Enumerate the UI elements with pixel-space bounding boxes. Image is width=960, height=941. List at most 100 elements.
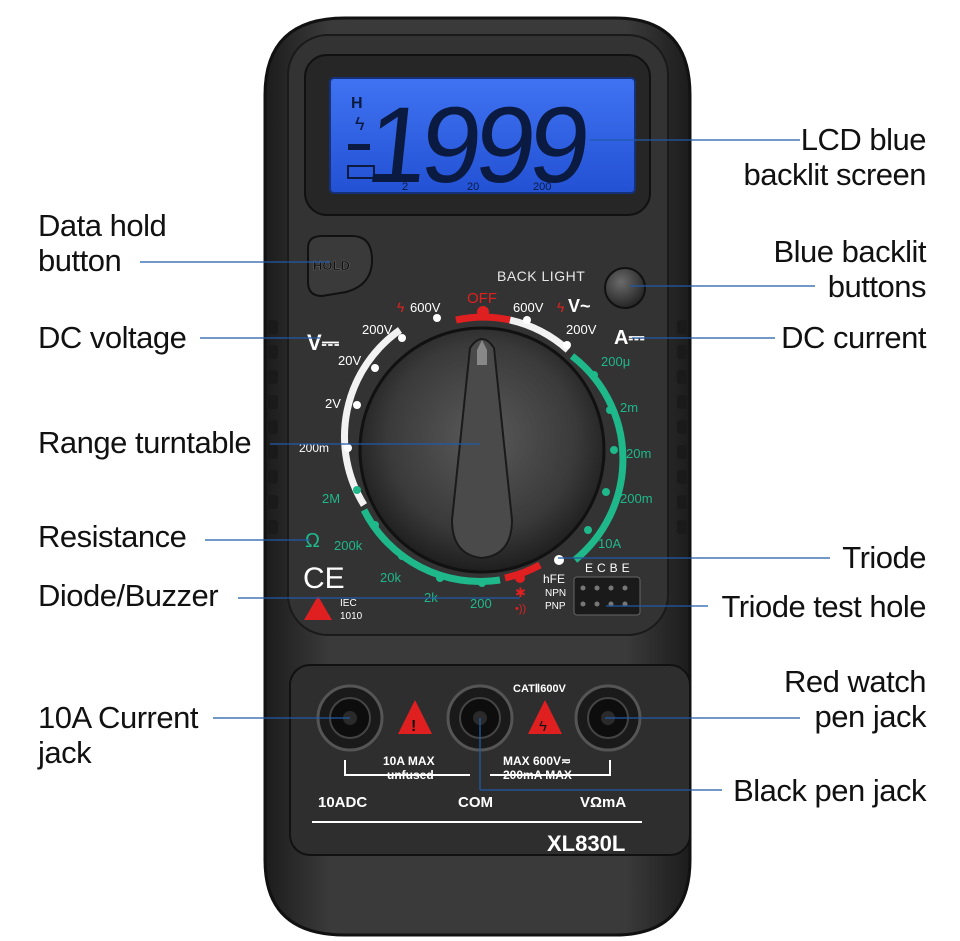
callout-black-jack-text: Black pen jack bbox=[733, 773, 926, 808]
dial-pnp-label: PNP bbox=[545, 601, 566, 612]
callout-red-jack-line1: Red watch bbox=[784, 664, 926, 699]
jack-label-10adc: 10ADC bbox=[318, 794, 367, 811]
model-name: XL830L bbox=[547, 831, 625, 856]
dial-ohm-symbol: Ω bbox=[305, 530, 320, 552]
dial-acv-symbol: V~ bbox=[568, 296, 591, 316]
dial-dcv-range: 600V bbox=[410, 300, 441, 315]
triode-socket-label: ECBE bbox=[585, 561, 634, 575]
callout-dc-voltage-text: DC voltage bbox=[38, 320, 187, 355]
buzzer-icon: •)) bbox=[515, 603, 526, 615]
iec-label: IEC bbox=[340, 598, 357, 609]
iec-number: 1010 bbox=[340, 611, 363, 622]
callout-black-jack: Black pen jack bbox=[700, 773, 926, 808]
dial-ohm-range: 200k bbox=[334, 538, 363, 553]
lcd-minus-sign bbox=[348, 144, 370, 150]
lcd-battery-icon bbox=[347, 165, 375, 179]
callout-current-jack-line2: jack bbox=[38, 735, 92, 770]
lcd-lightning-icon: ϟ bbox=[355, 114, 365, 134]
callout-lines bbox=[140, 139, 830, 791]
callout-resistance: Resistance bbox=[38, 519, 238, 554]
warning-icon-small bbox=[304, 596, 332, 620]
knob-handle[interactable] bbox=[450, 338, 514, 560]
diode-icon: ✱ bbox=[515, 585, 526, 600]
dial-arc-white bbox=[341, 327, 403, 507]
triode-socket-holes bbox=[580, 585, 628, 607]
dial-dca-range: 2m bbox=[620, 400, 638, 415]
jack-label-com: COM bbox=[458, 794, 493, 811]
grip-ridges bbox=[268, 320, 687, 534]
callout-red-jack: Red watch pen jack bbox=[720, 664, 926, 734]
knob-pointer bbox=[477, 340, 487, 365]
callout-triode-hole-text: Triode test hole bbox=[721, 589, 926, 624]
warning-10a-max: 10A MAX bbox=[383, 754, 435, 768]
callout-range-turntable-text: Range turntable bbox=[38, 425, 252, 460]
dial-dca-range: 200m bbox=[620, 491, 653, 506]
dial-dca-range: 20m bbox=[626, 446, 651, 461]
callout-triode-hole: Triode test hole bbox=[700, 589, 926, 624]
lcd-scale-mark: 20 bbox=[467, 181, 479, 193]
dial-dca-range: 10A bbox=[598, 536, 621, 551]
lcd-reading: 1999 bbox=[361, 84, 592, 205]
dial-lightning-left: ϟ bbox=[397, 299, 405, 315]
jack-label-vohma: VΩmA bbox=[580, 794, 626, 811]
triode-test-socket[interactable] bbox=[573, 576, 641, 616]
dial-acv-range: 600V bbox=[513, 300, 544, 315]
callout-lcd-line2: backlit screen bbox=[743, 157, 926, 192]
callout-lcd: LCD blue backlit screen bbox=[700, 122, 926, 192]
hold-button-label: HOLD bbox=[313, 258, 350, 273]
callout-dc-voltage: DC voltage bbox=[38, 320, 238, 355]
callout-dc-current: DC current bbox=[720, 320, 926, 355]
lcd-scale-mark: 200 bbox=[533, 181, 551, 193]
dial-dcv-range: 20V bbox=[338, 353, 361, 368]
callout-backlight-line2: buttons bbox=[827, 269, 927, 304]
dial-arc-red-bottom bbox=[504, 561, 542, 582]
callout-hold-line1: Data hold bbox=[38, 208, 167, 243]
cat-rating: CATⅡ600V bbox=[513, 683, 567, 695]
ce-mark: CE bbox=[303, 562, 345, 595]
callout-diode-buzzer: Diode/Buzzer bbox=[38, 578, 258, 613]
backlight-label: BACK LIGHT bbox=[497, 268, 585, 284]
dial-position-dots bbox=[344, 306, 618, 587]
lcd-hold-indicator: H bbox=[351, 95, 363, 112]
callout-backlight-line1: Blue backlit bbox=[773, 234, 926, 269]
dial-dcv-symbol: V⎓ bbox=[307, 330, 340, 355]
callout-dc-current-text: DC current bbox=[781, 320, 926, 355]
dial-dcv-range: 2V bbox=[325, 396, 341, 411]
warning-exclamation: ! bbox=[411, 718, 416, 735]
dial-dca-symbol: A⎓ bbox=[614, 327, 644, 349]
dial-dca-range: 200μ bbox=[601, 354, 630, 369]
lcd-scale-mark: 2 bbox=[402, 181, 408, 193]
callout-lcd-line1: LCD blue bbox=[800, 122, 927, 157]
dial-ohm-range: 20k bbox=[380, 570, 401, 585]
dial-npn-label: NPN bbox=[545, 588, 566, 599]
callout-range-turntable: Range turntable bbox=[38, 425, 278, 460]
callout-resistance-text: Resistance bbox=[38, 519, 187, 554]
callout-red-jack-line2: pen jack bbox=[814, 699, 927, 734]
dial-hfe-label: hFE bbox=[543, 572, 565, 586]
warning-icon-right bbox=[528, 700, 562, 734]
callout-hold: Data hold button bbox=[38, 208, 238, 278]
callout-backlight: Blue backlit buttons bbox=[700, 234, 926, 304]
dial-dcv-range: 200m bbox=[299, 441, 329, 455]
dial-acv-range: 200V bbox=[566, 322, 597, 337]
warning-lightning: ϟ bbox=[539, 718, 547, 735]
callout-current-jack: 10A Current jack bbox=[38, 700, 238, 770]
dial-ohm-range: 2M bbox=[322, 491, 340, 506]
dial-dcv-range: 200V bbox=[362, 322, 393, 337]
warning-max-600v: MAX 600V≂ bbox=[503, 754, 571, 768]
lcd-screen bbox=[329, 77, 636, 194]
callout-current-jack-line1: 10A Current bbox=[38, 700, 198, 735]
backlight-button[interactable] bbox=[604, 267, 646, 309]
hold-button[interactable] bbox=[307, 235, 374, 298]
dial-lightning-right: ϟ bbox=[557, 299, 565, 315]
callout-triode-text: Triode bbox=[842, 540, 926, 575]
warning-bracket bbox=[344, 760, 611, 776]
callout-diode-buzzer-text: Diode/Buzzer bbox=[38, 578, 219, 613]
dial-arc-green-right bbox=[569, 353, 627, 563]
dial-off-label: OFF bbox=[467, 290, 497, 307]
warning-icon-left bbox=[398, 700, 432, 734]
dial-ohm-range: 200 bbox=[470, 596, 492, 611]
callout-hold-line2: button bbox=[38, 243, 122, 278]
